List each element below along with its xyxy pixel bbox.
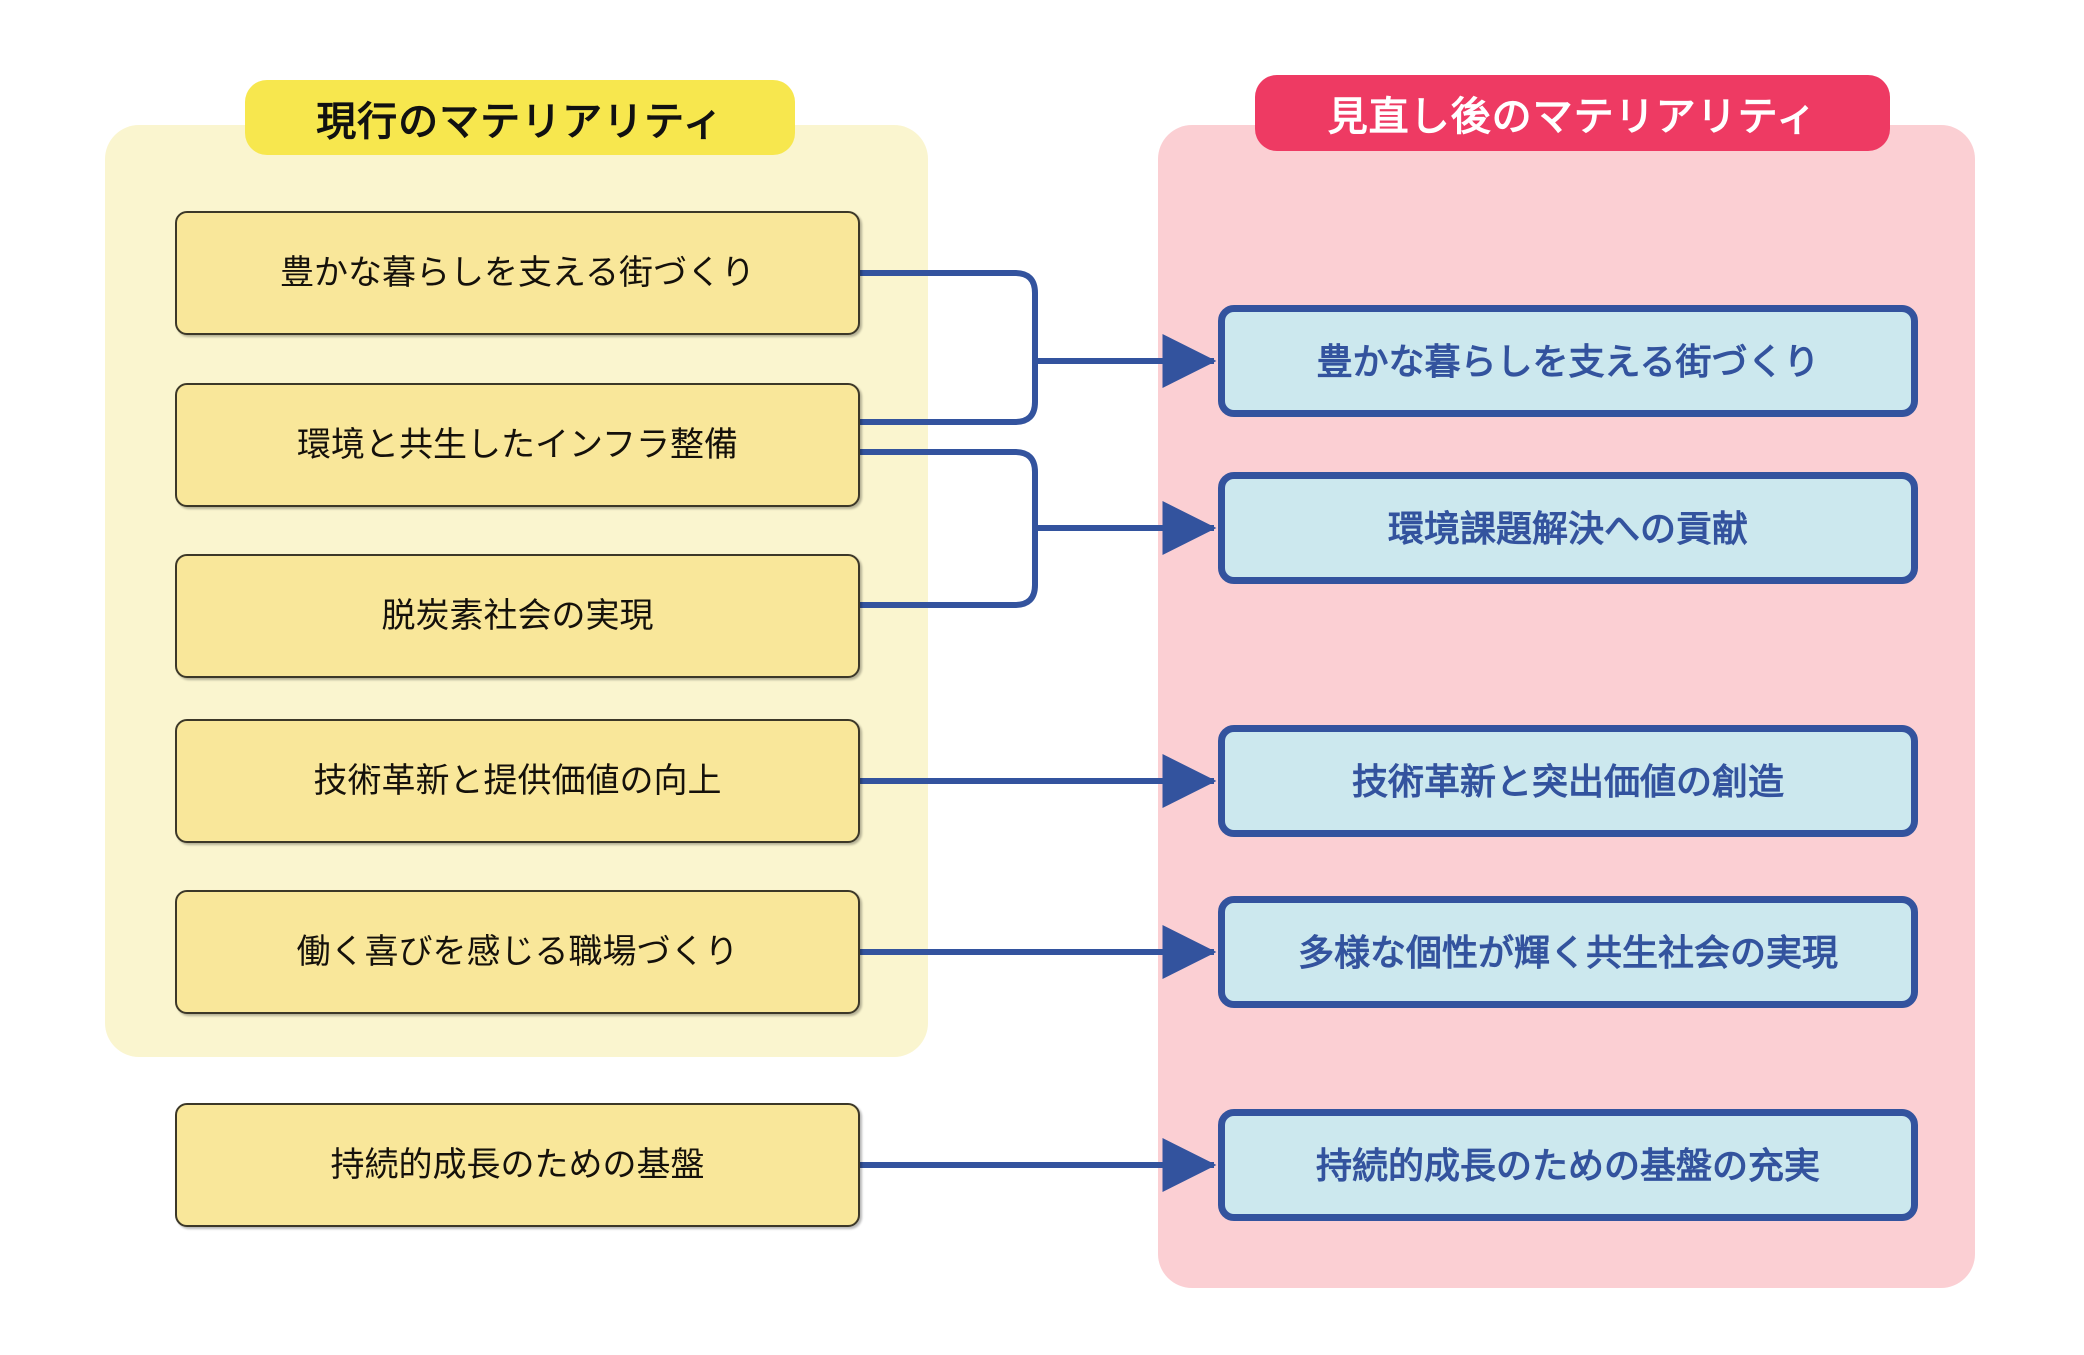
right-item-1-label: 豊かな暮らしを支える街づくり <box>1316 340 1820 382</box>
left-item-5-label: 働く喜びを感じる職場づくり <box>296 932 739 971</box>
right-item-4[interactable]: 多様な個性が輝く共生社会の実現 <box>1218 896 1918 1008</box>
right-item-1[interactable]: 豊かな暮らしを支える街づくり <box>1218 305 1918 417</box>
right-item-5[interactable]: 持続的成長のための基盤の充実 <box>1218 1109 1918 1221</box>
right-item-3[interactable]: 技術革新と突出価値の創造 <box>1218 725 1918 837</box>
left-item-4[interactable]: 技術革新と提供価値の向上 <box>175 719 860 843</box>
left-item-4-label: 技術革新と提供価値の向上 <box>313 761 722 800</box>
left-item-2[interactable]: 環境と共生したインフラ整備 <box>175 383 860 507</box>
left-item-3-label: 脱炭素社会の実現 <box>381 596 654 635</box>
left-column-header-label: 現行のマテリアリティ <box>316 99 724 144</box>
right-item-5-label: 持続的成長のための基盤の充実 <box>1315 1144 1820 1186</box>
right-item-3-label: 技術革新と突出価値の創造 <box>1351 760 1784 802</box>
left-column-header-badge: 現行のマテリアリティ <box>245 80 795 155</box>
right-item-2-label: 環境課題解決への貢献 <box>1387 507 1748 549</box>
left-item-1[interactable]: 豊かな暮らしを支える街づくり <box>175 211 860 335</box>
left-item-5[interactable]: 働く喜びを感じる職場づくり <box>175 890 860 1014</box>
right-item-2[interactable]: 環境課題解決への貢献 <box>1218 472 1918 584</box>
right-column-header-label: 見直し後のマテリアリティ <box>1327 95 1818 139</box>
left-item-3[interactable]: 脱炭素社会の実現 <box>175 554 860 678</box>
left-item-2-label: 環境と共生したインフラ整備 <box>297 425 738 464</box>
left-item-6-label: 持続的成長のための基盤 <box>330 1145 705 1184</box>
left-item-1-label: 豊かな暮らしを支える街づくり <box>280 253 755 292</box>
right-column-header-badge: 見直し後のマテリアリティ <box>1255 75 1890 151</box>
right-item-4-label: 多様な個性が輝く共生社会の実現 <box>1297 931 1838 973</box>
left-item-6[interactable]: 持続的成長のための基盤 <box>175 1103 860 1227</box>
